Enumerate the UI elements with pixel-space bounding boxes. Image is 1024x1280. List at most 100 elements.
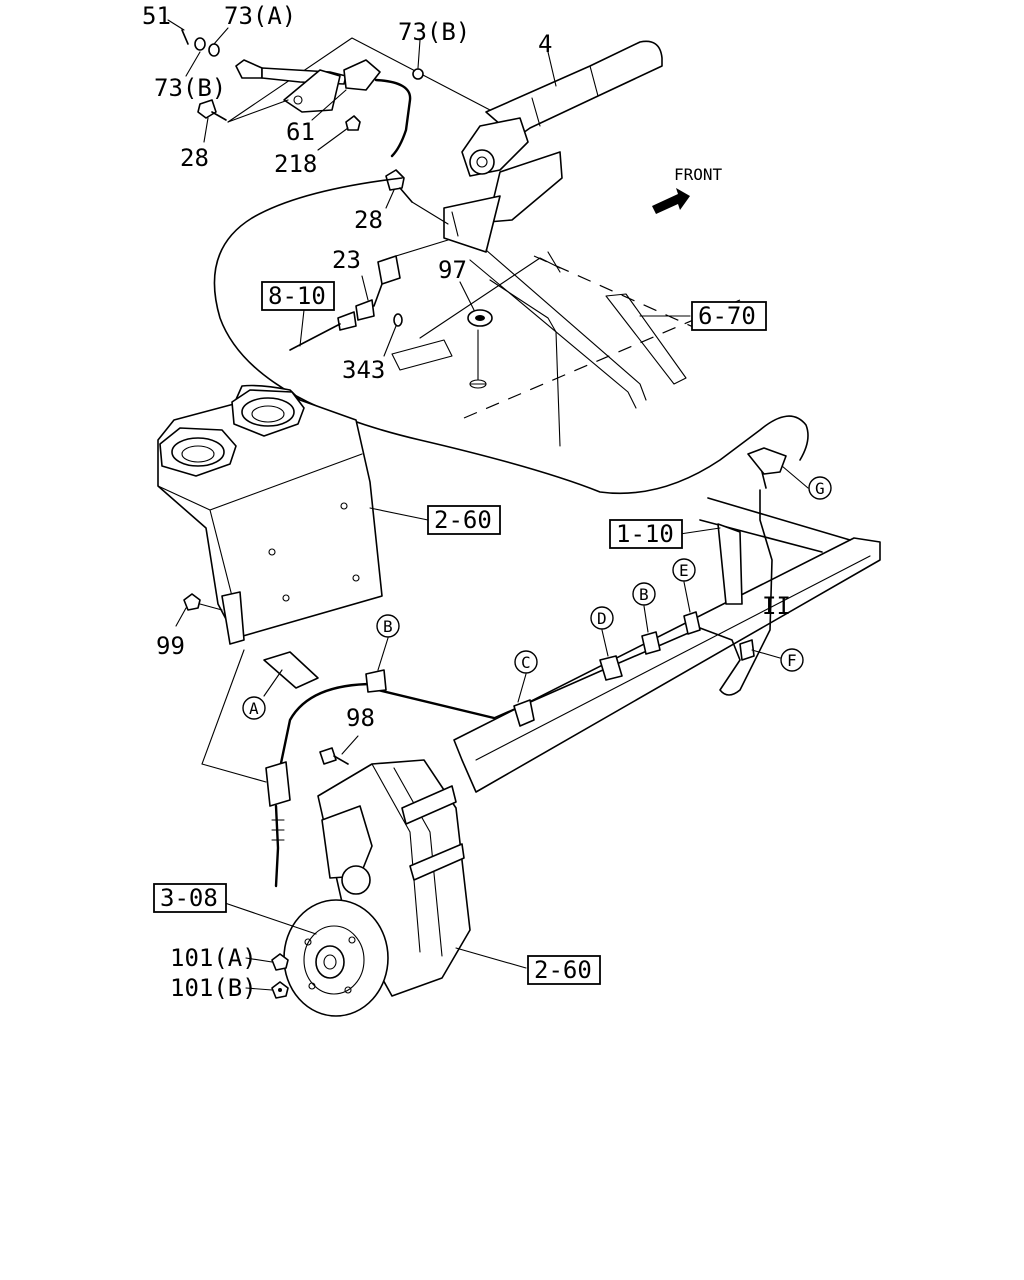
bolt-98-head: [319, 747, 337, 765]
switch-connector: [355, 299, 375, 321]
reference-boxes: 8-10 6-70 2-60 1-10 3-08 2-60: [153, 281, 767, 985]
housing-ridge-2: [393, 767, 443, 957]
ring-343: [393, 313, 403, 327]
callout-letters: A B C D B E F G: [242, 476, 832, 720]
leader-101b: [245, 987, 273, 991]
drum-center-bore: [323, 954, 337, 970]
boundary-leader-bottom: [201, 763, 267, 783]
label-73a: 73(A): [224, 2, 296, 30]
lever-grip-seam-2: [531, 97, 541, 127]
svg-text:F: F: [787, 651, 797, 670]
bolt-28-top-shank: [211, 111, 227, 121]
ref-label-8-10: 8-10: [268, 282, 326, 310]
rear-frame-crossmember: [201, 447, 881, 793]
switch-wire: [373, 283, 383, 307]
cable-clip-e: [683, 611, 701, 635]
nut-101b-hole: [278, 988, 282, 992]
ref-box-3-08[interactable]: 3-08: [153, 883, 227, 913]
housing-ridge: [371, 763, 421, 953]
drum-stud: [308, 982, 316, 990]
harness-connector: [337, 311, 357, 331]
ref-box-2-60-lower[interactable]: 2-60: [527, 955, 601, 985]
floor-bracket-plate: [391, 339, 453, 371]
callout-b-right: B: [632, 582, 656, 606]
tunnel-edge-line: [419, 257, 561, 339]
label-99: 99: [156, 632, 185, 660]
shoe-lever: [321, 805, 373, 879]
leader-343: [383, 325, 397, 357]
washer-73b-left: [194, 37, 206, 51]
cable-clip-f: [739, 639, 755, 661]
tank-rivet: [340, 502, 348, 510]
shoe-lever-pivot: [341, 865, 371, 895]
cable-clip-b: [641, 631, 661, 655]
ref-box-1-10[interactable]: 1-10: [609, 519, 683, 549]
parking-brake-switch-23: [377, 255, 401, 285]
leader-8-10: [299, 309, 305, 347]
cable-rod: [274, 804, 280, 888]
nut-99-leader: [199, 603, 223, 611]
label-4: 4: [538, 30, 552, 58]
callout-a: A: [242, 696, 266, 720]
ref-box-6-70[interactable]: 6-70: [691, 301, 767, 331]
bracket-edge: [451, 211, 459, 237]
boundary-leader-left: [201, 649, 245, 765]
lever-grip-seam: [589, 65, 599, 97]
drum-center: [315, 945, 345, 979]
fuel-tank: [157, 384, 383, 645]
drum-stud: [344, 986, 352, 994]
leader-2-60-upper: [369, 507, 429, 521]
drum-stud: [348, 936, 356, 944]
housing-rib-2: [409, 843, 465, 881]
leader-28-mid: [411, 201, 449, 225]
tank-filler-right-hole: [251, 405, 285, 423]
leader-61: [311, 89, 347, 121]
leader-28-top: [227, 99, 289, 123]
frame-gusset: [717, 523, 743, 605]
leader-28-top-label: [203, 117, 209, 143]
tunnel-rail-right: [605, 293, 687, 385]
callout-f: F: [780, 648, 804, 672]
label-101a: 101(A): [170, 944, 257, 972]
svg-text:G: G: [815, 479, 825, 498]
cable-clip-b-top: [365, 669, 387, 693]
ref-label-1-10: 1-10: [616, 520, 674, 548]
tunnel-notch: [547, 251, 561, 273]
callout-e: E: [672, 558, 696, 582]
ref-box-2-60-upper[interactable]: 2-60: [427, 505, 501, 535]
bolt-98-shank: [333, 755, 349, 765]
leader-lines: [167, 19, 809, 991]
leader-b-right: [643, 605, 649, 633]
equalizer-bracket: [283, 69, 341, 113]
brake-cable-rear: [376, 688, 496, 720]
leader-23: [361, 275, 369, 301]
leader-e: [683, 581, 691, 613]
callout-b-top: B: [376, 614, 400, 638]
callout-g: G: [808, 476, 832, 500]
tank-rivet: [352, 574, 360, 582]
tank-rivet: [282, 594, 290, 602]
brake-cable-to-drum: [278, 682, 376, 770]
label-73b-top: 73(B): [398, 18, 470, 46]
cable-rod-thread: [271, 819, 285, 841]
label-23: 23: [332, 246, 361, 274]
leader-b-top: [377, 637, 389, 671]
ref-box-8-10[interactable]: 8-10: [261, 281, 335, 311]
crossmember-beam: [453, 537, 881, 793]
leader-73b-left: [185, 51, 201, 77]
ref-label-2-60-upper: 2-60: [434, 506, 492, 534]
svg-text:B: B: [383, 617, 393, 636]
leader-g: [781, 465, 809, 489]
leader-1-10: [679, 527, 721, 535]
leader-3-08: [221, 901, 317, 935]
front-label: FRONT: [674, 165, 723, 184]
leader-218: [317, 127, 349, 151]
switch-leader: [395, 239, 449, 257]
leader-73a: [213, 27, 229, 45]
washer-73b-top: [412, 68, 424, 80]
svg-text:A: A: [249, 699, 259, 718]
ref-label-6-70: 6-70: [698, 302, 756, 330]
label-97: 97: [438, 256, 467, 284]
label-218: 218: [274, 150, 317, 178]
